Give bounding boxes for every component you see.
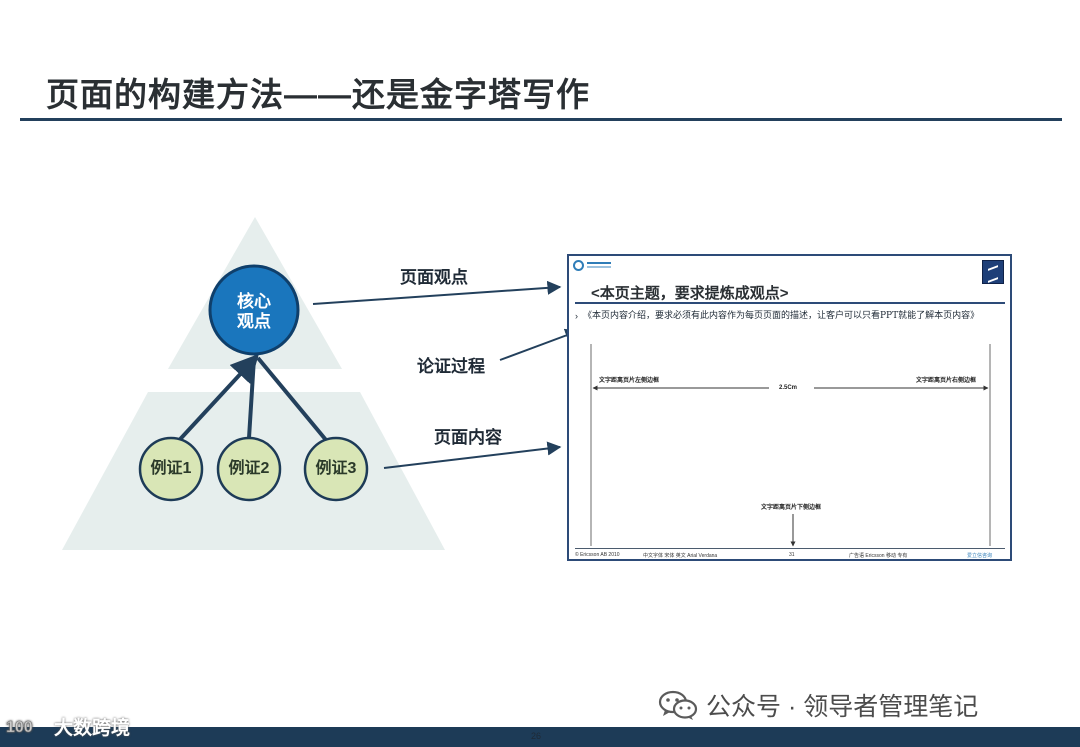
thumbnail-left-note: 文字距离页片左侧边框 xyxy=(599,378,660,384)
ericsson-logo xyxy=(982,260,1004,284)
example-circle-1 xyxy=(138,436,204,502)
thumbnail-footer-rule xyxy=(575,548,1005,549)
support-arrow-3 xyxy=(256,356,328,442)
thumbnail-body: 《本页内容介绍，要求必须有此内容作为每页页面的描述，让客户可以只看PPT就能了解… xyxy=(583,311,980,321)
example-label-3: 例证3 xyxy=(315,460,357,478)
thumbnail-footer-left: © Ericsson AB 2010 xyxy=(575,552,620,558)
watermark-text: 公众号 · 领导者管理笔记 xyxy=(706,693,979,721)
svg-text:100: 100 xyxy=(6,719,33,736)
thumbnail-footer-brand: 爱立信咨询 xyxy=(967,553,993,559)
title-divider xyxy=(20,118,1062,121)
example-label-1: 例证1 xyxy=(150,460,192,478)
support-arrow-2 xyxy=(247,357,256,439)
core-viewpoint-label: 核心 观点 xyxy=(210,277,298,347)
page-title: 页面的构建方法——还是金字塔写作 xyxy=(46,76,590,113)
brand-watermark: 100 大数跨境 xyxy=(4,711,130,741)
thumbnail-heading-rule xyxy=(575,302,1005,304)
thumbnail-bullet: › xyxy=(575,311,578,321)
callout-viewpoint: 页面观点 xyxy=(400,268,468,287)
argument-arrow xyxy=(499,328,580,361)
brand-text: 大数跨境 xyxy=(54,717,131,739)
wechat-icon xyxy=(658,690,698,720)
footer-band xyxy=(0,727,1080,747)
example-label-2: 例证2 xyxy=(228,460,270,478)
thumbnail-footer-mid: 中文字体 宋体 英文 Arial Verdana xyxy=(643,553,718,559)
content-arrow xyxy=(383,441,562,469)
viewpoint-arrow xyxy=(312,280,562,305)
thumbnail-right-note: 文字距离页片右侧边框 xyxy=(916,378,977,384)
thumbnail-footer-num: 31 xyxy=(789,552,795,558)
core-label-line1: 核心 xyxy=(237,291,271,311)
core-label-line2: 观点 xyxy=(237,312,271,331)
thumbnail-footer-right: 广告语 Ericsson 移动 专有 xyxy=(849,553,908,559)
wechat-watermark: 公众号 · 领导者管理笔记 xyxy=(658,685,978,725)
china-mobile-logo xyxy=(573,260,611,272)
thumbnail-width-note: 2.5Cm xyxy=(779,385,798,391)
thumbnail-guides xyxy=(590,344,991,547)
example-circle-3 xyxy=(303,436,369,502)
callout-content: 页面内容 xyxy=(434,428,502,447)
page-number: 26 xyxy=(531,731,542,741)
support-arrow-1 xyxy=(170,353,259,450)
core-viewpoint-circle xyxy=(208,264,300,356)
thumbnail-bottom-note: 文字距离页片下侧边框 xyxy=(761,505,822,511)
callout-argument: 论证过程 xyxy=(417,357,485,376)
slide-thumbnail: <本页主题，要求提炼成观点> › 《本页内容介绍，要求必须有此内容作为每页页面的… xyxy=(567,254,1012,561)
brand-logo-icon: 100 xyxy=(6,719,33,737)
thumbnail-heading: <本页主题，要求提炼成观点> xyxy=(591,285,789,302)
example-circle-2 xyxy=(216,436,282,502)
